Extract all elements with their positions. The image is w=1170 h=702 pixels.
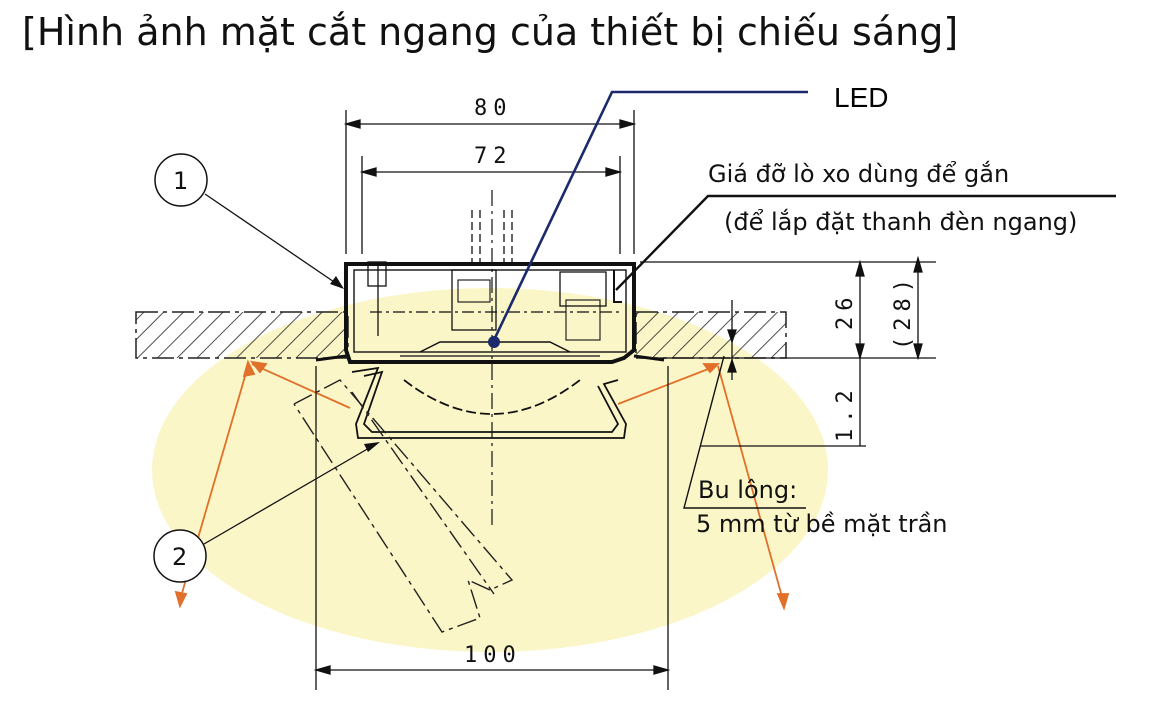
bracket-label-line2: (để lắp đặt thanh đèn ngang) [724,207,1077,236]
callout-2-number: 2 [172,543,187,571]
led-label: LED [834,82,888,113]
bolt-label-line1: Bu lông: [698,476,797,504]
dimension-lines [313,110,936,690]
callout-2 [153,442,380,583]
bracket-leader [615,194,1116,291]
bolt-label-line2: 5 mm từ bề mặt trần [696,510,947,538]
light-glow [152,288,828,652]
led-leader [488,90,808,348]
dim-top-width: 80 [474,96,513,121]
bolt-leader [683,355,806,509]
dim-overall-height: (28) [891,273,916,350]
bracket-label-line1: Giá đỡ lò xo dùng để gắn [708,159,1009,188]
page-title: [Hình ảnh mặt cắt ngang của thiết bị chi… [22,10,959,54]
diffuser-lens [351,366,627,439]
callout-1-number: 1 [173,167,188,195]
callout-1 [154,153,344,289]
dim-inner-width: 72 [474,144,513,169]
dim-body-height: 26 [833,292,858,331]
light-rays [174,359,790,611]
tilted-fixture-outline [293,379,514,633]
dim-protrusion: 1.2 [833,384,858,442]
dim-bottom-width: 100 [464,643,522,668]
